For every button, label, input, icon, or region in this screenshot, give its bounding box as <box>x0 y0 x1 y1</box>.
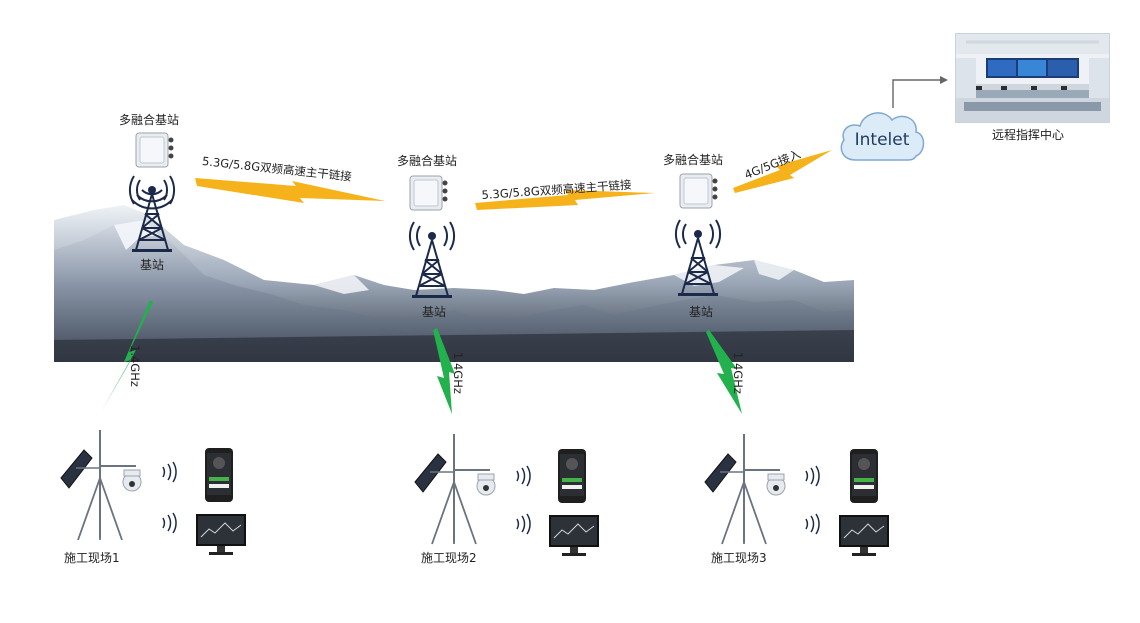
site-2-monitor-icon <box>549 515 599 556</box>
site-3-monitoring-pole <box>704 434 786 545</box>
uplink-3-label: 1.4GHz <box>731 352 745 394</box>
site-1-monitoring-pole <box>60 430 142 541</box>
uplink-2-label: 1.4GHz <box>451 352 465 394</box>
base-station-1-box <box>135 132 174 168</box>
backbone-bolt-1 <box>195 178 385 203</box>
uplink-bolt-1 <box>101 300 153 412</box>
tower-2-label: 基站 <box>422 305 447 319</box>
command-center-image <box>955 33 1110 123</box>
site-1-wifi-icon-1 <box>162 461 177 483</box>
backbone-bolt-2 <box>475 190 655 210</box>
site-3-monitor-icon <box>839 515 889 556</box>
site-3-label: 施工现场3 <box>711 551 767 565</box>
cloud-to-center-arrow <box>892 79 940 108</box>
tower-3-label: 基站 <box>689 305 714 319</box>
site-1-monitor-icon <box>196 514 246 555</box>
site-2-label: 施工现场2 <box>421 551 477 565</box>
site-1-phone-icon <box>205 448 233 502</box>
site-2-wifi-icon-1 <box>516 465 531 487</box>
uplink-bolt-3 <box>706 330 742 414</box>
base-station-3-box <box>679 173 718 209</box>
command-center-label: 远程指挥中心 <box>992 128 1065 142</box>
tower-1-label: 基站 <box>140 258 165 272</box>
site-1-wifi-icon-2 <box>162 512 177 534</box>
base-station-3-label: 多融合基站 <box>663 153 724 167</box>
site-2-phone-icon <box>558 449 586 503</box>
site-3-phone-icon <box>850 449 878 503</box>
mountain-backdrop <box>54 205 854 362</box>
tower-1-icon <box>128 175 176 252</box>
tower-3-icon <box>674 219 722 296</box>
uplink-bolt-2 <box>433 328 455 414</box>
access-bolt <box>733 150 832 193</box>
uplink-1-label: 1.4GHz <box>128 345 142 387</box>
site-3-wifi-icon-1 <box>805 465 820 487</box>
base-station-2-box <box>409 175 448 211</box>
base-station-2-label: 多融合基站 <box>397 154 458 168</box>
site-3-wifi-icon-2 <box>805 513 820 535</box>
site-2-monitoring-pole <box>414 434 496 545</box>
site-2-wifi-icon-2 <box>516 513 531 535</box>
tower-2-icon <box>408 221 456 298</box>
cloud-icon: Intelet <box>840 112 925 161</box>
base-station-1-label: 多融合基站 <box>119 113 180 127</box>
site-1-label: 施工现场1 <box>64 551 120 565</box>
cloud-label: Intelet <box>855 130 910 150</box>
